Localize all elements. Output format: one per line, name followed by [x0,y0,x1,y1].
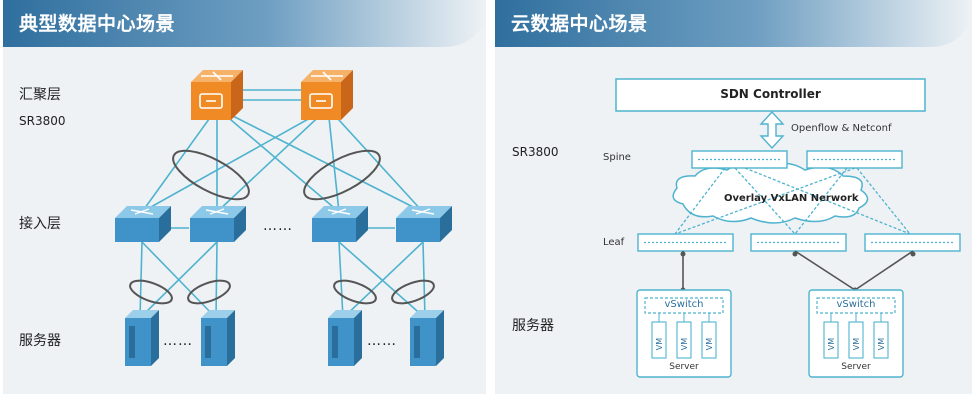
vm-label: VM [680,338,689,350]
typical-topology-diagram [115,70,452,366]
vm-label: VM [827,338,836,350]
spine-label: Spine [603,152,631,163]
server-label: Server [841,362,871,372]
right-panel-title: 云数据中心场景 [511,13,648,35]
vm-label: VM [705,338,714,350]
vswitch-label: vSwitch [836,299,876,310]
server-icon [125,310,159,366]
servers-label: 服务器 [512,318,554,334]
access-ellipsis: …… [263,218,293,234]
sdn-controller-label: SDN Controller [720,87,821,101]
overlay-network-label: Overlay VxLAN Nerwork [724,193,859,204]
leaf-label: Leaf [603,237,625,248]
left-panel-title: 典型数据中心场景 [19,13,176,35]
spine-switch-box [691,150,788,169]
lag-ellipse [303,149,381,201]
model-label: SR3800 [19,114,66,128]
lag-ellipse [333,279,377,305]
link-aggregation-ellipses [129,149,435,305]
spine-switch-box [806,150,903,169]
server-label: Server [669,362,699,372]
server-box [636,289,732,378]
server-box [808,289,904,378]
leaf-server-links [682,250,914,291]
cloud-datacenter-panel: 云数据中心场景 [495,0,972,394]
server-icon [410,310,444,366]
cloud-topology-diagram: VM VM VM VM VM VM [615,78,961,378]
leaf-switch-box [864,233,961,252]
switch-icon [115,206,171,242]
lag-ellipse [391,279,435,305]
switch-icon [190,206,246,242]
servers-ellipsis: …… [163,333,193,349]
aggregation-layer-label: 汇聚层 [19,87,61,103]
switch-icon [312,206,368,242]
access-layer-label: 接入层 [19,216,61,232]
server-icon [201,310,235,366]
lag-ellipse [172,149,250,201]
router-icon [191,70,243,120]
overlay-cloud-icon [672,162,869,224]
servers-label: 服务器 [19,333,61,349]
typical-datacenter-panel: 典型数据中心场景 [3,0,486,394]
model-label: SR3800 [512,145,559,159]
lag-ellipse [129,279,173,305]
double-arrow-icon [759,110,785,150]
servers-ellipsis: …… [367,333,397,349]
leaf-switch-box [637,233,734,252]
server-icon [328,310,362,366]
vm-label: VM [877,338,886,350]
leaf-switch-box [750,233,847,252]
protocols-label: Openflow & Netconf [791,123,892,134]
router-icon [301,70,353,120]
left-banner [3,0,486,47]
vm-label: VM [852,338,861,350]
vswitch-label: vSwitch [664,299,704,310]
switch-icon [396,206,452,242]
spine-leaf-links [674,167,911,235]
lag-ellipse [187,279,231,305]
right-banner [495,0,972,47]
sdn-controller-box [615,78,926,112]
access-server-links [139,241,426,319]
vm-label: VM [655,338,664,350]
